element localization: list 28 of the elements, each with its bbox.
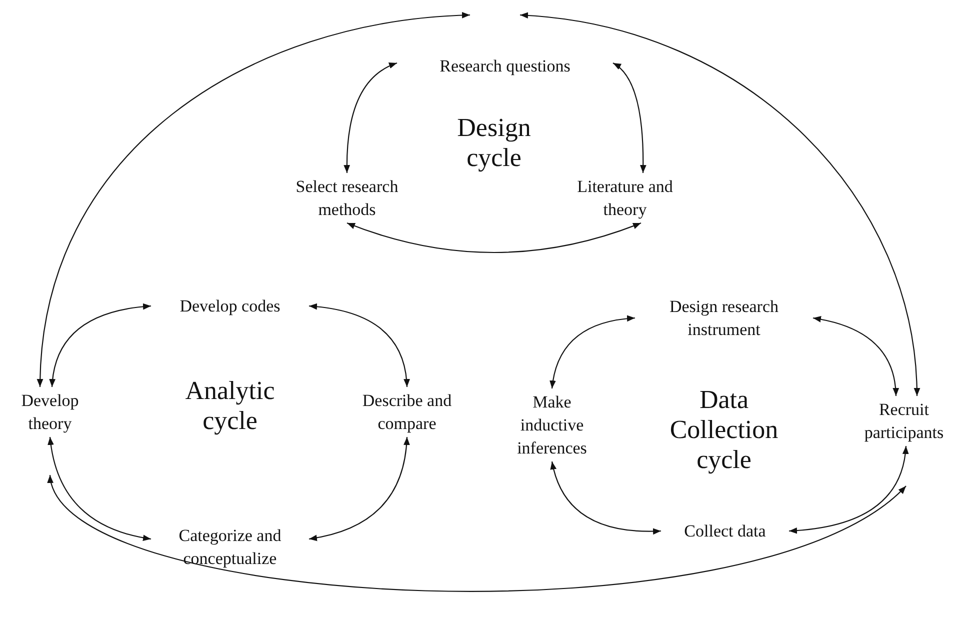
step-label: Categorize and conceptualize — [178, 525, 282, 570]
step-label: Recruit participants — [863, 399, 945, 444]
double-arrow — [48, 436, 152, 541]
double-arrow — [37, 12, 470, 388]
step-label: Literature and theory — [576, 176, 674, 221]
cycle-title: Analytic cycle — [184, 376, 276, 436]
step-label: Make inductive inferences — [516, 392, 588, 460]
double-arrow — [50, 474, 906, 592]
step-label: Develop codes — [178, 296, 282, 318]
double-arrow — [812, 316, 899, 396]
step-label: Develop theory — [20, 390, 80, 435]
step-label: Describe and compare — [361, 390, 453, 435]
double-arrow — [612, 62, 646, 173]
double-arrow — [344, 62, 398, 173]
double-arrow — [550, 461, 662, 534]
double-arrow — [308, 436, 410, 541]
double-arrow — [788, 446, 908, 534]
step-label: Select research methods — [294, 176, 400, 221]
double-arrow — [346, 222, 642, 253]
cycle-title: Data Collection cycle — [668, 385, 780, 475]
double-arrow — [50, 304, 152, 388]
step-label: Collect data — [683, 520, 767, 542]
cycle-title: Design cycle — [456, 113, 532, 173]
double-arrow — [550, 316, 636, 389]
step-label: Design research instrument — [668, 296, 780, 341]
double-arrow — [308, 304, 410, 388]
step-label: Research questions — [438, 56, 572, 78]
double-arrow — [520, 12, 920, 396]
